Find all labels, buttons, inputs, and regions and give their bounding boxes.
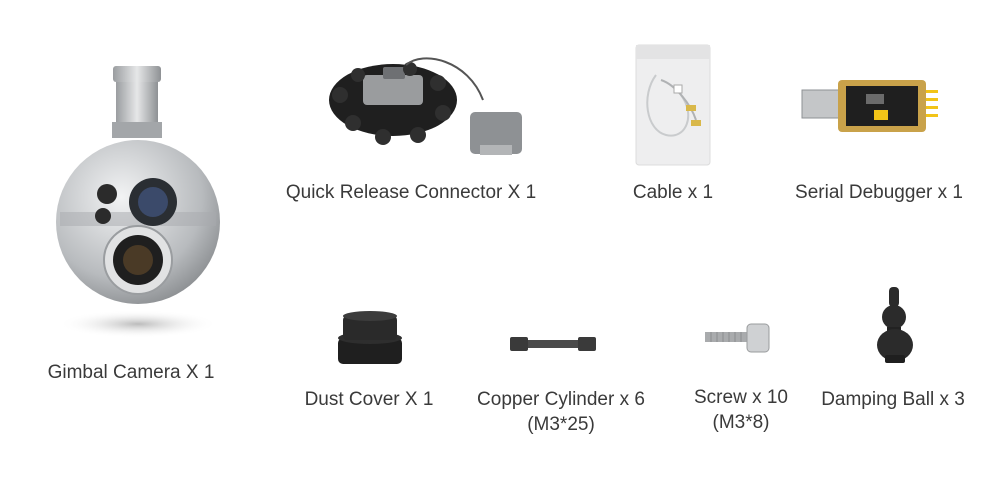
dust-cover-label: Dust Cover X 1 [304, 389, 434, 410]
damping-ball-image [877, 287, 913, 363]
cable-image [635, 44, 711, 166]
cable-label: Cable x 1 [632, 182, 714, 203]
gimbal-camera-label: Gimbal Camera X 1 [47, 362, 215, 383]
screw-sublabel: (M3*8) [712, 412, 770, 433]
serial-debugger-label: Serial Debugger x 1 [795, 182, 963, 203]
screw-image [705, 323, 770, 353]
gimbal-camera-image [56, 66, 220, 338]
quick-release-connector-label: Quick Release Connector X 1 [285, 182, 537, 203]
screw-label: Screw x 10 [694, 387, 788, 408]
serial-debugger-image [801, 80, 938, 132]
copper-cylinder-label: Copper Cylinder x 6 [477, 389, 645, 410]
damping-ball-label: Damping Ball x 3 [821, 389, 965, 410]
copper-cylinder-image [510, 337, 596, 351]
quick-release-connector-image [329, 57, 522, 155]
copper-cylinder-sublabel: (M3*25) [527, 414, 595, 435]
dust-cover-image [338, 311, 402, 364]
